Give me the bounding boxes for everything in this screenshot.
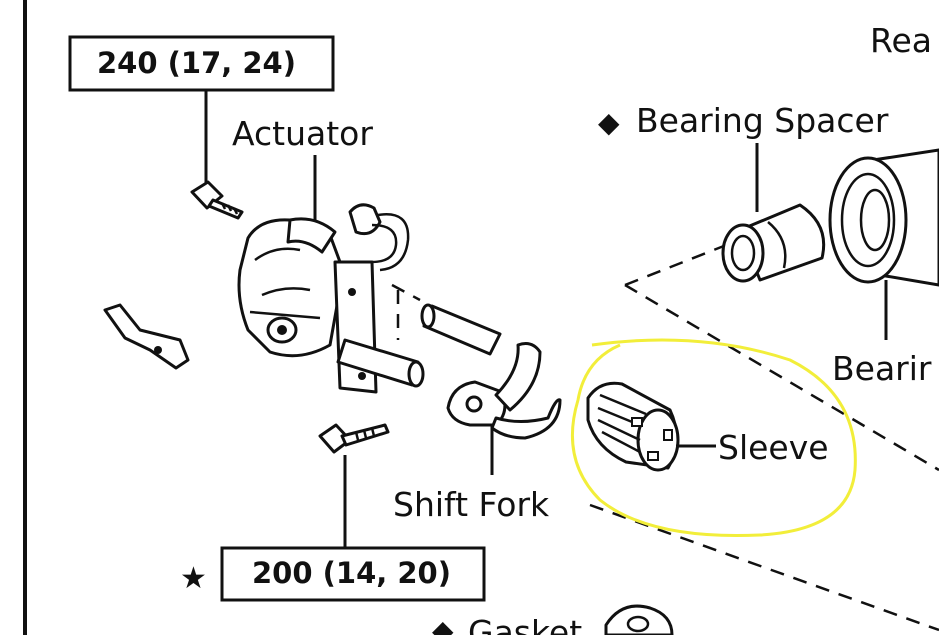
bolt-top xyxy=(190,180,244,220)
shift-fork-label: Shift Fork xyxy=(393,485,550,524)
bolt-bottom xyxy=(318,423,390,454)
gasket-label: Gasket xyxy=(468,613,582,635)
torque-spec-bottom: 200 (14, 20) xyxy=(220,546,486,602)
bearing-spacer-part xyxy=(721,203,826,283)
star-icon: ★ xyxy=(180,561,207,596)
bearing-spacer-label: Bearing Spacer xyxy=(636,101,889,140)
sleeve-part xyxy=(586,381,680,472)
bearing-part xyxy=(828,148,939,287)
bearing-label: Bearir xyxy=(832,349,932,388)
torque-spec-top-text: 240 (17, 24) xyxy=(97,46,296,80)
torque-spec-top: 240 (17, 24) xyxy=(68,35,335,92)
rear-label: Rea xyxy=(870,21,932,60)
diamond-icon-gasket: ◆ xyxy=(432,614,454,635)
sleeve-highlight-circle xyxy=(570,338,857,538)
pin-part xyxy=(420,303,502,356)
shift-fork-part xyxy=(446,342,562,440)
torque-spec-bottom-box xyxy=(220,546,486,602)
gasket-part xyxy=(604,604,674,635)
torque-spec-top-box xyxy=(68,35,335,92)
actuator-label: Actuator xyxy=(232,114,373,153)
torque-spec-bottom-text: 200 (14, 20) xyxy=(252,556,451,590)
actuator-part xyxy=(237,203,425,394)
bracket-part xyxy=(103,303,190,370)
sleeve-label: Sleeve xyxy=(718,428,829,467)
diamond-icon: ◆ xyxy=(598,106,620,139)
